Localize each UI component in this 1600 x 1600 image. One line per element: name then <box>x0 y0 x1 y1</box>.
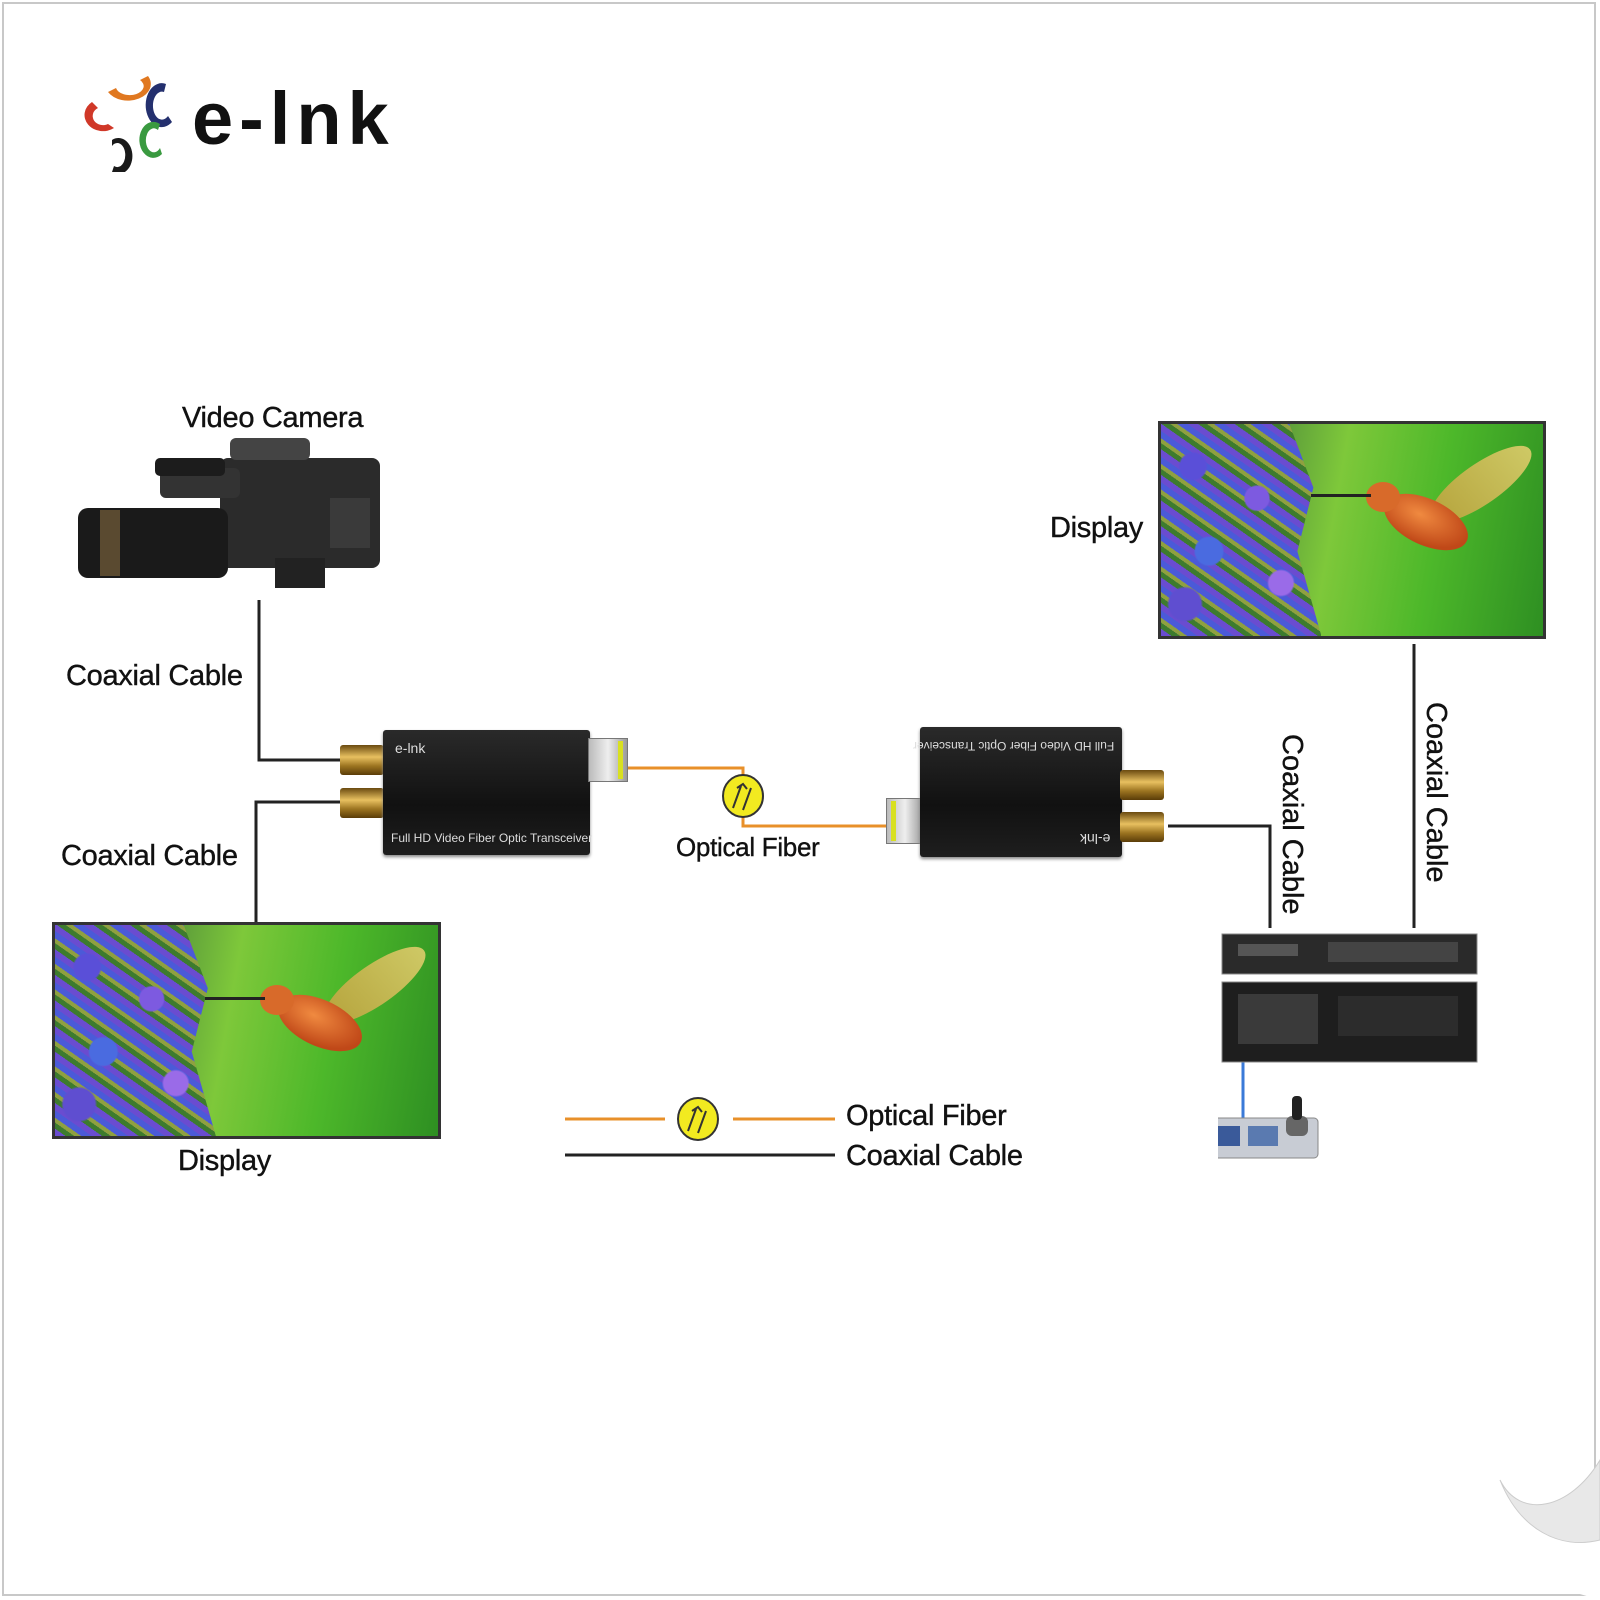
coax-right-1-label: Coaxial Cable <box>1276 734 1308 915</box>
bnc-connector <box>1120 770 1164 800</box>
transceiver-model: Full HD Video Fiber Optic Transceiver <box>391 831 593 845</box>
bnc-connector <box>340 788 384 818</box>
coax-camera-line <box>257 600 340 762</box>
legend-label-coax: Coaxial Cable <box>846 1140 1023 1172</box>
bnc-connector <box>1120 812 1164 842</box>
sfp-module <box>588 738 628 782</box>
legend-fiber-symbol-icon <box>677 1097 719 1141</box>
display-right <box>1158 421 1546 639</box>
rack-equipment-icon <box>1218 933 1478 1159</box>
legend-label-fiber: Optical Fiber <box>846 1100 1007 1132</box>
coax-display-left-line <box>254 800 340 922</box>
coax-right-rack-line <box>1168 824 1272 928</box>
sfp-module <box>886 798 924 844</box>
optical-fiber-line-a <box>626 766 745 776</box>
ptz-controller-icon <box>1218 1096 1319 1159</box>
coax-display-left-label: Coaxial Cable <box>61 840 238 872</box>
bnc-connector <box>340 745 384 775</box>
transceiver-brand: e-lnk <box>1079 831 1110 847</box>
optical-fiber-label: Optical Fiber <box>676 832 820 862</box>
video-camera-label: Video Camera <box>182 402 364 434</box>
transceiver-left: e-lnk Full HD Video Fiber Optic Transcei… <box>383 730 593 855</box>
display-left-label: Display <box>178 1145 272 1177</box>
transceiver-right: Full HD Video Fiber Optic Transceiver e-… <box>913 727 1122 857</box>
page-curl-icon <box>1499 1459 1600 1600</box>
coax-camera-label: Coaxial Cable <box>66 660 243 692</box>
video-camera-icon <box>78 438 380 588</box>
transceiver-model: Full HD Video Fiber Optic Transceiver <box>912 739 1114 753</box>
brand-name: e-lnk <box>192 77 395 160</box>
coax-right-2-label: Coaxial Cable <box>1420 702 1452 883</box>
display-right-label: Display <box>1050 512 1144 544</box>
transceiver-brand: e-lnk <box>395 740 426 756</box>
display-left <box>52 922 441 1139</box>
e-lnk-logo-icon <box>84 76 172 172</box>
optical-fiber-line-b <box>741 816 890 828</box>
fiber-symbol-icon <box>722 774 764 818</box>
